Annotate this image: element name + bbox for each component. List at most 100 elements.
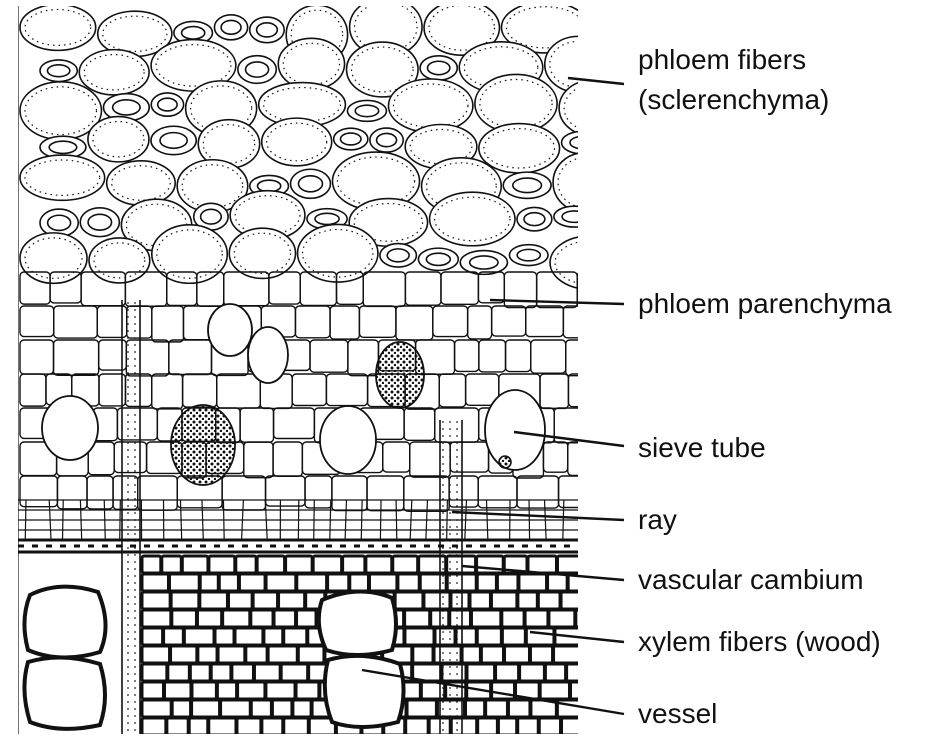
leader-phloem-parenchyma [490,300,624,304]
radial-row-wall [529,500,530,540]
xylem-fiber-cell [171,592,199,609]
radial-row-wall [486,500,487,540]
xylem-fiber-cell [142,628,163,645]
xylem-fiber-cell [528,556,556,573]
parenchyma-cell [295,306,330,338]
parenchyma-cell [441,272,478,304]
xylem-fiber-cell [518,718,539,735]
label-vessel: vessel [638,698,717,730]
radial-row-wall [314,500,315,540]
radial-row-wall [545,500,547,540]
xylem-fiber-cell [293,700,311,717]
xylem-fiber-cell [406,718,428,735]
parenchyma-cell [348,340,379,376]
xylem-fiber-cell [343,556,365,573]
xylem-fiber-cell [142,556,161,573]
radial-row-wall [563,500,564,540]
xylem-fiber-cell [520,664,545,681]
label-vascular-cambium: vascular cambium [638,564,864,596]
xylem-fiber-cell [167,718,188,735]
parenchyma-cell [54,306,98,338]
xylem-fiber-cell [284,628,307,645]
fiber-cell [229,228,295,278]
xylem-fiber-cell [562,718,592,735]
xylem-fiber-cell [172,610,197,627]
xylem-fiber-cell [142,682,164,699]
parenchyma-cell [517,476,559,508]
parenchyma-cell [152,374,183,409]
xylem-fiber-cell [297,610,316,627]
parenchyma-cell [543,442,567,472]
xylem-fiber-cell [235,628,263,645]
parenchyma-cell [330,306,359,339]
parenchyma-cell [478,272,504,303]
xylem-fiber-cell [393,556,418,573]
cambium-band [18,540,578,552]
fiber-cell [430,192,515,246]
xylem-fiber-cell [477,574,496,591]
fiber-cell [80,208,119,237]
xylem-fiber-cell [142,610,171,627]
radial-row-wall [447,500,448,540]
parenchyma-cell [217,374,261,408]
parenchyma-cell [433,306,468,337]
parenchyma-cell [152,306,184,342]
xylem-fiber-cell [264,628,283,645]
radial-row-wall [223,500,224,540]
xylem-fiber-cell [272,700,291,717]
parenchyma-cell [57,476,87,509]
xylem-fiber-cell [554,646,582,663]
xylem-fiber-cell [525,610,548,627]
xylem-fiber-cell [221,700,251,717]
xylem-fiber-cell [192,700,220,717]
xylem-fiber-cell [164,628,184,645]
xylem-fiber-cell [279,592,305,609]
xylem-fiber-cell [190,664,210,681]
fiber-cell [418,248,458,270]
fiber-cell [554,206,595,227]
parenchyma-cell [54,340,99,375]
parenchyma-cell [526,306,564,337]
xylem-fiber-cell [498,718,516,735]
xylem-fiber-cell [209,718,236,735]
xylem-fiber-cell [251,700,271,717]
fiber-cell [214,15,247,40]
parenchyma-cell [479,340,506,372]
parenchyma-cell [292,374,326,406]
fiber-cell [107,161,176,205]
label-sclerenchyma: (sclerenchyma) [638,84,829,116]
parenchyma-cell [310,340,348,372]
fiber-cell [20,233,87,283]
parenchyma-cell [363,272,405,306]
xylem-fiber-cell [211,664,231,681]
xylem-fiber-cell [313,556,341,573]
xylem-fiber-cell [540,682,569,699]
xylem-fiber-cell [219,574,238,591]
fiber-cell [250,17,285,43]
radial-row-wall [345,500,346,540]
xylem-fiber-cell [526,628,554,645]
parenchyma-cell [540,374,568,408]
leader-ray [452,512,624,520]
xylem-fiber-cell [142,700,171,717]
fiber-cell [562,131,604,154]
xylem-fiber-cell [171,646,197,663]
xylem-fiber-cell [168,664,190,681]
xylem-fiber-cell [142,664,167,681]
parenchyma-cell [566,340,602,376]
xylem-fiber-cell [518,592,537,609]
xylem-fiber-cell [477,556,504,573]
fiber-cell [545,36,612,92]
parenchyma-cell [20,340,54,374]
parenchyma-cell [244,442,273,478]
xylem-fiber-cell [502,628,525,645]
xylem-fiber-cell [519,574,547,591]
parenchyma-cell [138,476,178,510]
fiber-cell [479,124,560,173]
xylem-fiber-cell [200,574,218,591]
label-ray: ray [638,504,677,536]
fiber-cell [152,225,227,283]
parenchyma-cell [367,476,404,511]
xylem-fiber-cell [491,592,516,609]
fiber-cell [503,172,551,198]
